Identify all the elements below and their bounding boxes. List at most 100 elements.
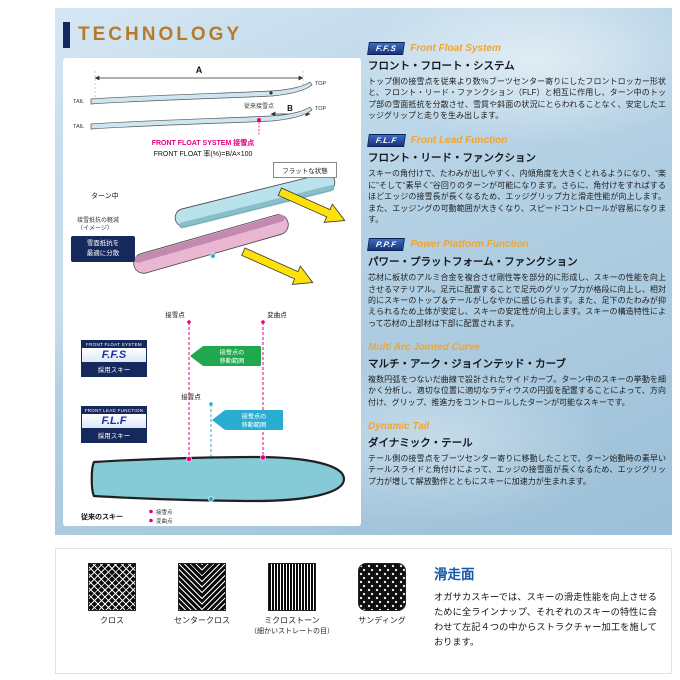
inflection-dot-pink [260, 454, 266, 461]
ffs-range-box: 接雪点の 移動範囲 [190, 346, 261, 366]
technology-sections: F.F.S Front Float System フロント・フロート・システム … [367, 42, 666, 487]
dimension-b-label: B [287, 104, 293, 113]
contact-dot-cyan [208, 496, 214, 502]
technology-panel: TECHNOLOGY A TAIL TOP [55, 8, 672, 535]
range-label-line2: 移動範囲 [242, 421, 267, 429]
structure-swatches: クロス センタークロス ミクロストーン （細かいストレートの目） サンディング [70, 563, 424, 636]
conventional-contact-dot [269, 91, 273, 95]
base-structure-card: クロス センタークロス ミクロストーン （細かいストレートの目） サンディング … [55, 548, 672, 674]
tech-section-ppf: P.P.F Power Platform Function パワー・プラットフォ… [367, 238, 666, 329]
ski-top-view [90, 455, 346, 503]
legend-contact-label: 接雪点 [156, 508, 173, 516]
section-body: 複数円弧をつないだ曲線で設計されたサイドカーブ。ターン中のスキーの挙動を細かく分… [368, 375, 666, 407]
legend-inflection-label: 変曲点 [156, 517, 173, 525]
micro-stone-pattern-image [268, 563, 316, 611]
flat-state-label: フラットな状態 [273, 162, 337, 178]
section-title-ja: フロント・リード・ファンクション [368, 152, 536, 165]
base-description: 滑走面 オガサカスキーでは、スキーの滑走性能を向上させるために全ラインナップ、そ… [434, 563, 657, 650]
section-header: Multi Arc Jointed Curve [368, 342, 666, 353]
top-label: TOP [315, 81, 327, 87]
inflection-point-label: 変曲点 [267, 310, 287, 319]
range-label-line2: 移動範囲 [220, 357, 245, 365]
section-title-en: Front Float System [410, 43, 501, 54]
ffs-badge-caption: FRONT FLOAT SYSTEM [82, 341, 146, 348]
technology-header: TECHNOLOGY [63, 22, 242, 48]
ski-profile-conventional [90, 81, 313, 105]
tail-label: TAIL [73, 124, 84, 130]
flf-adopted-badge: FRONT LEAD FUNCTION F.L.F 採用スキー [81, 406, 147, 443]
ffs-badge-label: 採用スキー [82, 362, 146, 376]
snow-resistance-line2: 最適に分散 [86, 250, 120, 258]
cross-pattern-image [88, 563, 136, 611]
line-start-dot [187, 320, 191, 324]
snow-resistance-line1: 雪面抵抗を [86, 240, 120, 247]
flf-badge-caption: FRONT LEAD FUNCTION [82, 407, 146, 414]
top-label: TOP [315, 106, 327, 112]
resistance-note-line2: （イメージ） [77, 225, 113, 232]
section-header: F.L.F Front Lead Function [367, 134, 666, 148]
range-label-line1: 接雪点の [220, 349, 245, 357]
swatch-label: クロス [100, 616, 124, 625]
conventional-ski-label: 従来のスキー [80, 512, 123, 521]
line-start-dot [209, 402, 213, 406]
section-title-ja: パワー・プラットフォーム・ファンクション [368, 256, 578, 269]
contact-point-label: 接雪点 [181, 392, 201, 401]
section-body: トップ側の接雪点を従来より数％ブーツセンター寄りにしたフロントロッカー形状と、フ… [368, 77, 666, 121]
section-header: F.F.S Front Float System [367, 42, 666, 55]
tech-section-dynamic-tail: Dynamic Tail ダイナミック・テール テール側の接雪点をブーツセンター… [368, 421, 666, 487]
swatch-sanding: サンディング [340, 563, 424, 636]
ppf-logo-badge: P.P.F [367, 238, 406, 252]
ski-diagram: A TAIL TOP 従来接雪点 B TAIL TOP FRONT FLOAT … [73, 65, 346, 525]
swatch-micro-stone: ミクロストーン （細かいストレートの目） [250, 563, 334, 636]
flf-range-box: 接雪点の 移動範囲 [212, 410, 283, 430]
section-body: スキーの角付けで、たわみが出しやすく、内傾角度を大きくとれるようになり、“楽に”… [368, 169, 666, 224]
ffs-contact-label: FRONT FLOAT SYSTEM 接雪点 [152, 138, 255, 147]
page-title: TECHNOLOGY [78, 24, 243, 45]
ffs-formula-label: FRONT FLOAT 率(%)=B/A×100 [154, 149, 253, 158]
contact-point-label: 接雪点 [165, 310, 185, 319]
line-start-dot [261, 320, 265, 324]
legend-dot-contact [149, 509, 153, 514]
section-title-ja: フロント・フロート・システム [368, 60, 515, 72]
center-cross-pattern-image [178, 563, 226, 611]
contact-dot-pink [186, 456, 192, 462]
contact-dot-cyan [210, 253, 216, 259]
section-body: 芯材に板状のアルミ合金を複合させ剛性等を部分的に形成し、スキーの性能を向上させる… [368, 273, 666, 328]
swatch-label: サンディング [358, 616, 406, 625]
legend-dot-inflection [149, 518, 153, 523]
swatch-sublabel: （細かいストレートの目） [250, 628, 334, 636]
section-title-en: Multi Arc Jointed Curve [368, 342, 480, 354]
swatch-cross: クロス [70, 563, 154, 636]
ffs-contact-dot [257, 118, 261, 122]
header-accent-bar [63, 22, 70, 48]
flf-logo-badge: F.L.F [367, 134, 406, 148]
base-body: オガサカスキーでは、スキーの滑走性能を向上させるために全ラインナップ、それぞれの… [434, 592, 657, 647]
tech-section-ffs: F.F.S Front Float System フロント・フロート・システム … [367, 42, 666, 121]
ffs-badge-logo: F.F.S [82, 348, 146, 362]
ski-profile-ffs [90, 106, 313, 130]
resistance-note-line1: 接雪抵抗の軽減 [77, 216, 119, 224]
ffs-adopted-badge: FRONT FLOAT SYSTEM F.F.S 採用スキー [81, 340, 147, 377]
section-title-ja: マルチ・アーク・ジョインテッド・カーブ [368, 358, 567, 371]
in-turn-label: ターン中 [91, 191, 119, 200]
tail-label: TAIL [73, 99, 84, 105]
dimension-a-label: A [196, 65, 203, 75]
section-header: P.P.F Power Platform Function [367, 238, 666, 252]
section-title-en: Dynamic Tail [368, 421, 430, 433]
section-header: Dynamic Tail [368, 421, 666, 432]
flf-badge-logo: F.L.F [82, 414, 146, 428]
section-title-ja: ダイナミック・テール [368, 437, 473, 450]
ffs-logo-badge: F.F.S [367, 42, 406, 55]
range-label-line1: 接雪点の [242, 413, 267, 421]
section-body: テール側の接雪点をブーツセンター寄りに移動したことで、ターン始動時の素早いテール… [368, 454, 666, 486]
swatch-center-cross: センタークロス [160, 563, 244, 636]
direction-arrow-lower [241, 247, 314, 285]
section-title-en: Power Platform Function [410, 239, 529, 251]
tech-section-multi-arc: Multi Arc Jointed Curve マルチ・アーク・ジョインテッド・… [368, 342, 666, 408]
flf-badge-label: 採用スキー [82, 428, 146, 442]
direction-arrow-upper [277, 187, 346, 223]
base-title: 滑走面 [434, 567, 475, 582]
swatch-label: センタークロス [174, 616, 230, 625]
conventional-contact-label: 従来接雪点 [244, 102, 274, 110]
